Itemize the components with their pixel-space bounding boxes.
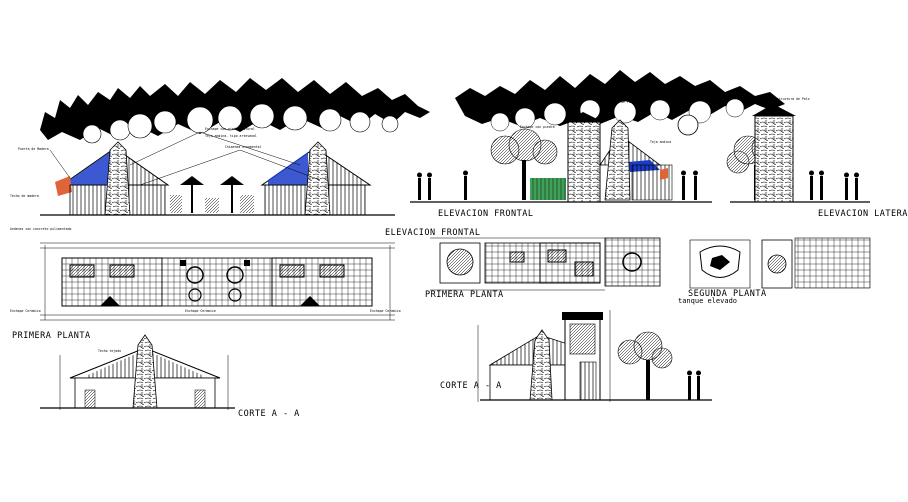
note-structure-lateral: Estructura de Palo — [775, 97, 810, 101]
tree-left-of-tower — [490, 128, 558, 200]
title-segunda-planta: SEGUNDA PLANTA — [688, 289, 767, 299]
note-walkway: Andenes con concreto pulimentado — [10, 227, 71, 231]
people-lateral — [809, 170, 859, 200]
left-pavilion — [55, 141, 170, 216]
dimension-lines — [40, 242, 395, 321]
title-tanque-elevado: tanque elevado — [678, 297, 737, 305]
elevation-frontal-right: Enchape con piedra Teja andina Estructur… — [410, 70, 785, 203]
section-dimensions — [59, 355, 229, 410]
note-techo-tejado: Techo tejado — [98, 349, 121, 353]
note-enchape-2: Enchape Ceramico — [185, 309, 216, 313]
note-chimney: Chimenea ornamental — [225, 145, 262, 149]
note-teja-right: Teja andina — [650, 140, 671, 144]
note-enchape-1: Enchape Ceramico — [10, 309, 41, 313]
section-corte-right — [477, 310, 712, 402]
leader-lines — [49, 131, 321, 186]
plan-fixtures — [69, 260, 345, 306]
note-tile: Teja andina, tipo artesanal — [205, 134, 257, 138]
people-section — [687, 370, 701, 400]
note-enchape-3: Enchape Ceramico — [370, 309, 401, 313]
plaza-umbrellas — [170, 176, 254, 213]
plan-primera-left: Enchape Ceramico Enchape Ceramico Enchap… — [10, 242, 401, 321]
section-corte-left: Techo tejado — [40, 334, 235, 410]
title-corte-right: CORTE A - A — [440, 381, 502, 391]
title-elevacion-frontal-top: ELEVACION FRONTAL — [438, 209, 534, 219]
right-pavilion — [260, 141, 372, 216]
pavilion-right — [599, 119, 673, 201]
elevation-lateral: Estructura de Palo — [726, 97, 870, 203]
water-tower — [565, 112, 603, 203]
title-primera-planta-left: PRIMERA PLANTA — [12, 331, 91, 341]
elevation-frontal-left: Enchape con piedra natural Teja andina, … — [10, 78, 430, 231]
note-door: Puerta de Madera — [18, 147, 49, 151]
note-roof: Techo de madera — [10, 194, 39, 198]
title-primera-planta-right: PRIMERA PLANTA — [425, 290, 504, 300]
sun-icon — [677, 114, 699, 136]
note-stone-right: Enchape con piedra — [520, 125, 555, 129]
title-elevacion-frontal-left: ELEVACION FRONTAL — [385, 228, 481, 238]
cloud-bumps — [82, 103, 399, 144]
people-figures — [417, 170, 698, 200]
title-corte-left: CORTE A - A — [238, 409, 300, 419]
tree-section — [617, 331, 673, 400]
note-stone: Enchape con piedra natural — [205, 127, 255, 131]
plan-segunda — [689, 237, 871, 289]
note-structure: Estructura de Palo artesanal — [600, 100, 654, 104]
title-elevacion-lateral: ELEVACION LATERAL — [818, 209, 908, 219]
plan-primera-right — [430, 237, 661, 291]
